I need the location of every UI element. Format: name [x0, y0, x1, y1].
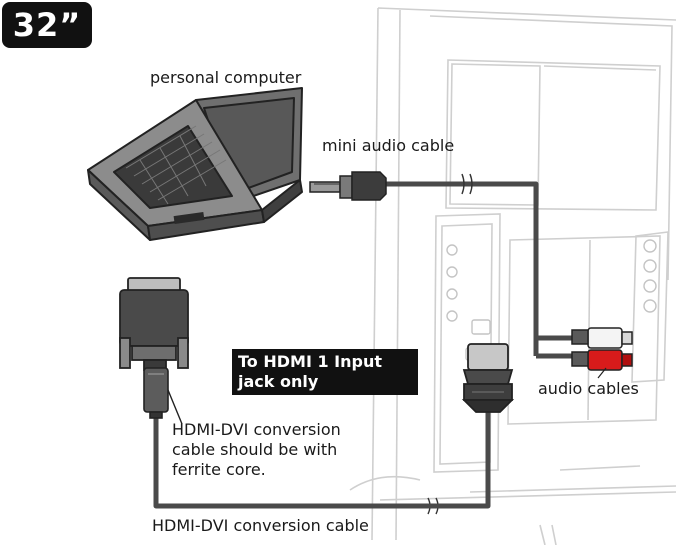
tv-back-panel-icon: [349, 7, 676, 545]
hdmi-connector-icon: [461, 343, 515, 413]
audio-cables-label: audio cables: [538, 379, 639, 398]
ferrite-note-line3: ferrite core.: [172, 460, 266, 479]
ferrite-core-note: HDMI-DVI conversion cable should be with…: [172, 420, 392, 480]
hdmi-callout-line1: To HDMI 1 Input: [238, 352, 383, 371]
laptop-icon: [87, 87, 303, 241]
personal-computer-label: personal computer: [150, 68, 302, 87]
dvi-connector-icon: [119, 277, 189, 371]
screen-size-badge: 32”: [2, 2, 92, 48]
hdmi-callout-line2: jack only: [238, 372, 319, 391]
hdmi-input-callout: To HDMI 1 Input jack only: [232, 349, 418, 395]
audio-cables-pointer: [597, 367, 607, 379]
mini-audio-cable-label: mini audio cable: [322, 136, 455, 155]
hdmi-dvi-cable-line: [153, 410, 491, 509]
ferrite-pointer-line: [167, 389, 183, 425]
mini-plug-icon: [309, 171, 387, 201]
ferrite-core-icon: [143, 367, 169, 419]
rca-plugs-icon: [571, 327, 633, 371]
hdmi-dvi-cable-label: HDMI-DVI conversion cable: [152, 516, 369, 535]
ferrite-note-line1: HDMI-DVI conversion: [172, 420, 341, 439]
ferrite-note-line2: cable should be with: [172, 440, 338, 459]
